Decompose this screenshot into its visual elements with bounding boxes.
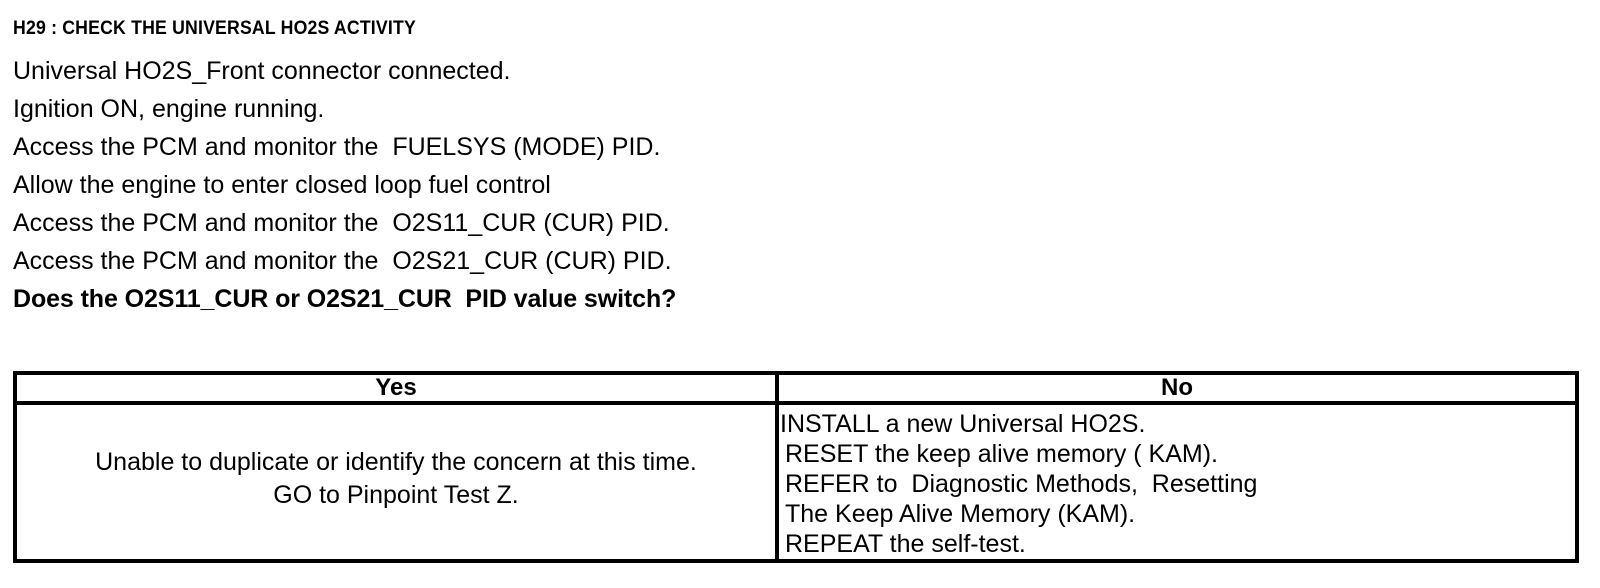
- no-header-label: No: [1161, 374, 1193, 401]
- yes-action-line: Unable to duplicate or identify the conc…: [95, 448, 697, 476]
- decision-table-cell-no: INSTALL a new Universal HO2S. RESET the …: [775, 405, 1575, 559]
- decision-table: Yes No Unable to duplicate or identify t…: [13, 371, 1579, 563]
- step-instruction-line: Access the PCM and monitor the FUELSYS (…: [13, 133, 661, 161]
- yes-action-line: GO to Pinpoint Test Z.: [273, 481, 519, 509]
- step-instruction-line: Access the PCM and monitor the O2S21_CUR…: [13, 247, 672, 275]
- decision-table-header-yes: Yes: [17, 375, 775, 401]
- no-action-line: REPEAT the self-test.: [785, 530, 1026, 558]
- step-instruction-line: Ignition ON, engine running.: [13, 95, 325, 123]
- no-action-line: RESET the keep alive memory ( KAM).: [785, 440, 1219, 468]
- no-action-line: REFER to Diagnostic Methods, Resetting: [785, 470, 1258, 498]
- decision-table-cell-yes: Unable to duplicate or identify the conc…: [17, 405, 775, 559]
- step-instruction-line: Access the PCM and monitor the O2S11_CUR…: [13, 209, 670, 237]
- yes-action-list: Unable to duplicate or identify the conc…: [17, 405, 775, 559]
- step-instruction-line: Universal HO2S_Front connector connected…: [13, 57, 511, 85]
- decision-table-body-row: Unable to duplicate or identify the conc…: [17, 405, 1575, 559]
- decision-table-header-row: Yes No: [17, 375, 1575, 405]
- step-instruction-line: Allow the engine to enter closed loop fu…: [13, 171, 551, 199]
- yes-header-label: Yes: [375, 374, 417, 401]
- step-question-line: Does the O2S11_CUR or O2S21_CUR PID valu…: [13, 285, 677, 313]
- decision-table-header-no: No: [775, 375, 1575, 401]
- no-action-line: INSTALL a new Universal HO2S.: [780, 410, 1146, 438]
- no-action-list: INSTALL a new Universal HO2S. RESET the …: [779, 405, 1575, 559]
- step-heading: H29 : CHECK THE UNIVERSAL HO2S ACTIVITY: [13, 18, 416, 39]
- step-instruction-list: Universal HO2S_Front connector connected…: [13, 52, 1573, 318]
- no-action-line: The Keep Alive Memory (KAM).: [785, 500, 1136, 528]
